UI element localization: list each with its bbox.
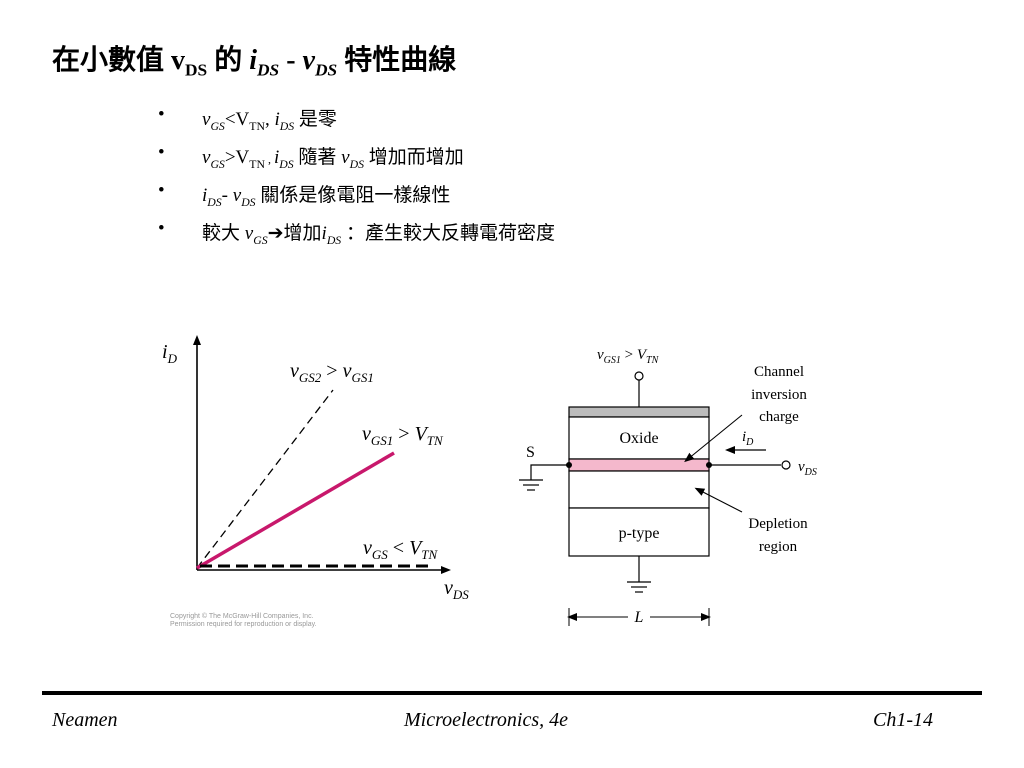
bullet-item: • iDS- vDS 關係是像電阻一樣線性 <box>158 180 555 218</box>
curve-vgs1 <box>196 451 395 570</box>
length-label: L <box>634 609 644 626</box>
p-substrate <box>568 507 710 557</box>
footer-divider <box>42 691 982 695</box>
drain-voltage-label: vDS <box>798 459 817 478</box>
bullet-dot-icon: • <box>158 142 165 163</box>
arrow-right-icon: ➔ <box>267 223 284 244</box>
curve-vgs2-label: vGS2 > vGS1 <box>290 360 374 385</box>
channel-pointer-arrow-icon <box>684 414 743 463</box>
gate-voltage-label: vGS1 > VTN <box>597 347 660 366</box>
graph-axes <box>193 335 451 574</box>
bullet-item: • vGS>VTN , iDS 隨著 vDS 增加而增加 <box>158 142 555 180</box>
gate-terminal-icon <box>634 371 644 381</box>
curve-vgs2 <box>196 389 334 569</box>
substrate-ground-icon <box>627 581 651 593</box>
depletion-label-line-2: region <box>759 539 798 555</box>
bullet-item: • 較大 vGS➔增加iDS ：產生較大反轉電荷密度 <box>158 218 555 256</box>
channel-label-line-2: inversion <box>751 387 807 403</box>
y-axis-label: iD <box>162 341 178 366</box>
source-ground-icon <box>519 479 543 491</box>
source-label: S <box>526 444 535 461</box>
gate-metal <box>568 406 710 418</box>
mos-structure <box>568 406 710 557</box>
current-label: iD <box>742 429 754 448</box>
bullet-item: • vGS<VTN, iDS 是零 <box>158 104 555 142</box>
curve-vgs1-label: vGS1 > VTN <box>362 423 444 448</box>
bullet-dot-icon: • <box>158 104 165 125</box>
drain-terminal-icon <box>781 460 791 470</box>
footer-author: Neamen <box>52 709 118 731</box>
copyright-line-1: Copyright © The McGraw-Hill Companies, I… <box>170 612 314 620</box>
copyright-line-2: Permission required for reproduction or … <box>170 621 317 628</box>
channel-label-line-3: charge <box>759 409 799 425</box>
bullet-dot-icon: • <box>158 180 165 201</box>
channel-label-line-1: Channel <box>754 364 804 380</box>
inversion-channel <box>568 458 710 472</box>
footer-book-title: Microelectronics, 4e <box>404 709 569 731</box>
footer-page-number: Ch1-14 <box>873 709 933 731</box>
depletion-label-line-1: Depletion <box>748 516 808 532</box>
oxide-label: Oxide <box>619 430 658 447</box>
x-axis-label: vDS <box>444 577 469 602</box>
ptype-label: p-type <box>619 525 660 542</box>
curve-vgs-below-label: vGS < VTN <box>363 537 439 562</box>
depletion-pointer-arrow-icon <box>694 487 743 513</box>
bullet-dot-icon: • <box>158 218 165 239</box>
bullet-list: • vGS<VTN, iDS 是零 • vGS>VTN , iDS 隨著 vDS… <box>158 104 555 256</box>
page-title: 在小數值 vDS 的 iDS - vDS 特性曲線 <box>52 45 457 80</box>
oxide-layer <box>568 416 710 460</box>
depletion-region <box>568 470 710 509</box>
